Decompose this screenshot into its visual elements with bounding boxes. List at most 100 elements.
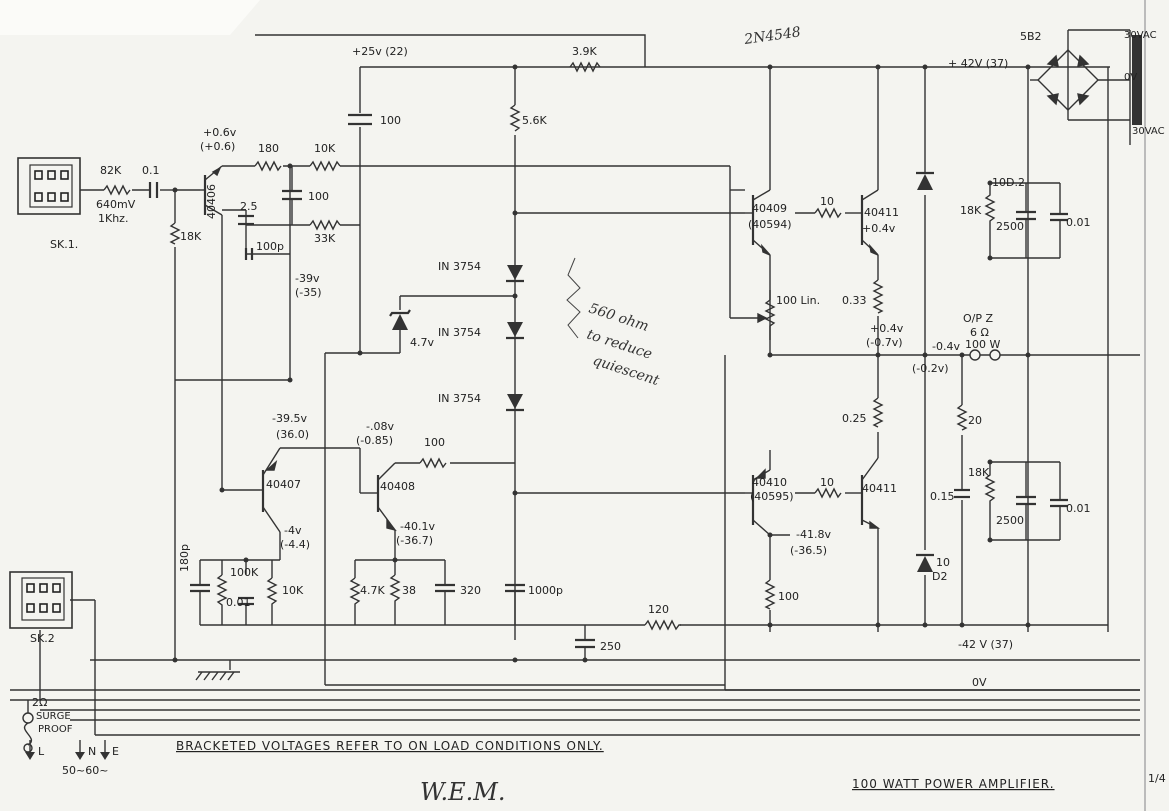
r-100-e-label: 100 [778,590,799,603]
resistor-18k-bot [984,462,996,540]
diode2-label: IN 3754 [438,326,481,339]
out-node-voltage: -0.4v [932,340,960,353]
c-0-01-top-label: 0.01 [1066,216,1091,229]
resistors [103,61,996,631]
pot-wiper-icon [757,312,768,324]
r-180-label: 180 [258,142,279,155]
q1-mid-voltage: -39v [295,272,320,285]
wiring [10,30,1140,755]
r-20-label: 20 [968,414,982,427]
q6-alt-label: (40595) [750,490,794,503]
out-mid-voltage: +0.4v [870,322,904,335]
resistor-0-25 [872,397,884,428]
fuse-label: 2Ω [32,696,47,709]
r-10k-top-label: 10K [314,142,336,155]
transformer-icon [1132,35,1142,125]
sk1-label: SK.1. [50,238,78,251]
q2-label: 40407 [266,478,301,491]
transistors [200,165,881,536]
output-terminal-icon [969,349,981,361]
diode3-label: IN 3754 [438,392,481,405]
c-100-top-label: 100 [380,114,401,127]
r-18k-top-label: 18K [960,204,982,217]
diagram-title: 100 WATT POWER AMPLIFIER. [852,777,1055,791]
rect-label: 5B2 [1020,30,1042,43]
handwritten-part-label: 2N4548 [742,24,802,48]
handwritten-resistor-icon [566,257,581,339]
c-100p-label: 100p [256,240,284,253]
mains-l-label: L [38,745,45,758]
diode-icon [1077,54,1090,67]
resistor-10k-b [266,577,278,625]
sig-level-label: 640mV [96,198,136,211]
resistor-pot [764,299,776,340]
resistor-10-a [814,207,842,219]
handwritten-mod-line3: quiescent [591,353,662,390]
r-10k-b-label: 10K [282,584,304,597]
c-180p-label: 180p [178,544,191,572]
diode-icon [507,394,523,409]
resistor-180 [254,160,282,172]
r-120-label: 120 [648,603,669,616]
tx-mid-label: 0V [1124,72,1137,83]
q3-label: 40408 [380,480,415,493]
diode1-label: IN 3754 [438,260,481,273]
diodes [389,171,934,572]
c-320-label: 320 [460,584,481,597]
resistor-3-9k [569,61,601,73]
resistor-120 [644,619,681,631]
q4-label: 40409 [752,202,787,215]
resistor-100-e [764,579,776,610]
bracket-note: BRACKETED VOLTAGES REFER TO ON LOAD COND… [176,739,604,753]
zener-icon [392,314,408,330]
q4-alt-label: (40594) [748,218,792,231]
rail-neg42-label: -42 V (37) [958,638,1013,651]
q3-base-voltage: -.08v [366,420,394,433]
op-power-label: 100 W [965,338,1000,351]
out-node-voltage-load: (-0.2v) [912,362,949,375]
diode-icon [507,265,523,280]
mains-freq-label: 50~60~ [62,764,108,777]
ground-icon [195,660,240,681]
fuse-icon [22,700,34,753]
c-2-5-label: 2.5 [240,200,258,213]
mains-n-label: N [88,745,96,758]
op-label: O/P Z [963,312,993,325]
q1-label: 40406 [205,184,218,219]
q7-label: 40411 [862,482,897,495]
junctions [172,64,1031,663]
r-33k-label: 33K [314,232,336,245]
arrow-n-icon [75,752,85,760]
q2-emitter-voltage: -4v [284,524,302,537]
q7-emitter-voltage: -41.8v [796,528,831,541]
out-mid-voltage-load: (-0.7v) [866,336,903,349]
r-18k-in-label: 18K [180,230,202,243]
fuse-note1: SURGE [36,711,71,722]
r-82k-label: 82K [100,164,122,177]
c-250-label: 250 [600,640,621,653]
rail-pos25-label: +25v (22) [352,45,408,58]
c-0-01-bot-label: 0.01 [1066,502,1091,515]
q2-base-voltage-load: (36.0) [276,428,309,441]
q5-voltage: +0.4v [862,222,896,235]
fuse-note2: PROOF [38,724,73,735]
resistor-4-7k [349,577,361,625]
r-100k-label: 100K [230,566,259,579]
arrow-l-icon [25,752,35,760]
socket-sk2 [9,571,73,629]
r-10-b-label: 10 [820,476,834,489]
zener-voltage: 4.7v [410,336,434,349]
mains-e-label: E [112,745,119,758]
resistor-82k [103,184,131,196]
r-18k-bot-label: 18K [968,466,990,479]
tx-top-label: 30VAC [1124,30,1157,41]
q2-emitter-voltage-load: (-4.4) [280,538,310,551]
q2-base-voltage: -39.5v [272,412,307,425]
q6-label: 40410 [752,476,787,489]
q1-mid-voltage-load: (-35) [295,286,322,299]
c-100a-label: 100 [308,190,329,203]
resistor-10k-top [309,160,341,172]
sk2-label: SK.2 [30,632,55,645]
d-top-label: 10D.2 [992,176,1025,189]
